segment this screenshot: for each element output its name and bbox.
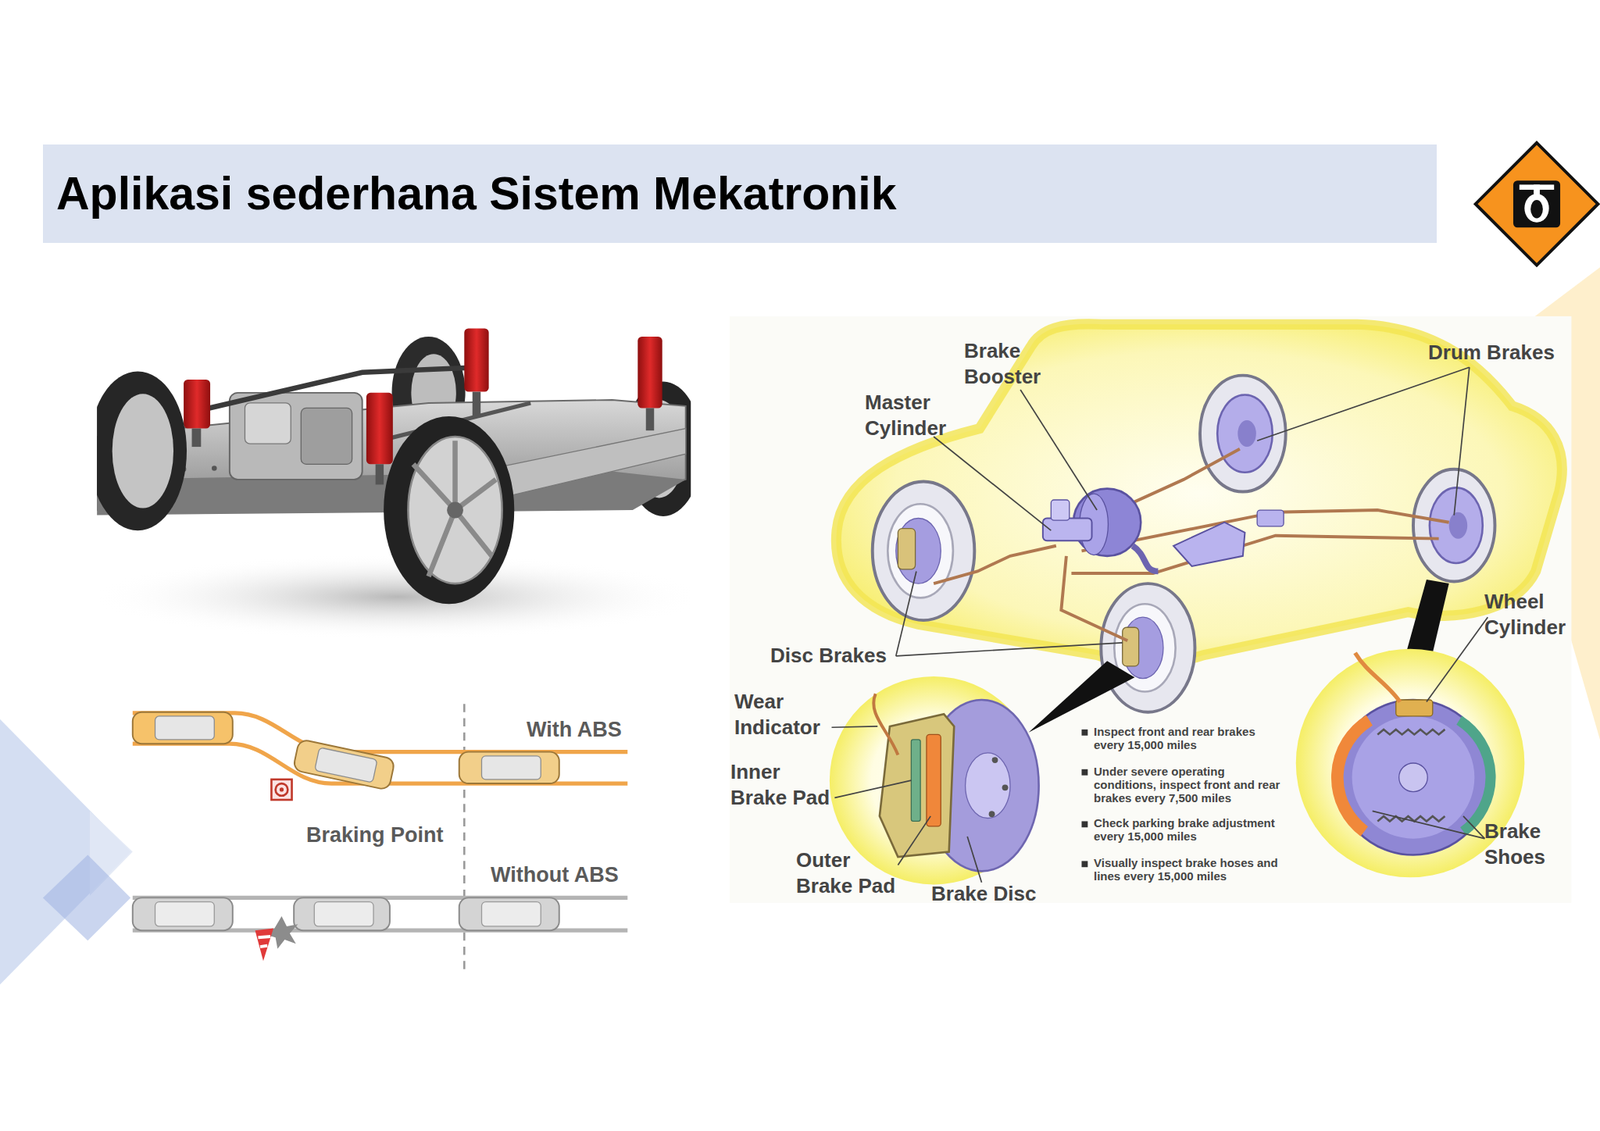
part-label: Disc Brakes — [770, 642, 927, 669]
car — [292, 739, 396, 791]
part-label: Outer Brake Pad — [796, 847, 902, 899]
wheel — [1100, 583, 1195, 713]
part-label: Brake Disc — [931, 881, 1088, 908]
part-label: Brake Booster — [964, 338, 1070, 390]
car — [132, 712, 233, 744]
wheel — [1200, 375, 1286, 493]
title-band: Aplikasi sederhana Sistem Mekatronik — [42, 144, 1437, 243]
part-label: Master Cylinder — [864, 389, 971, 441]
master-cylinder — [1042, 500, 1093, 541]
maintenance-note: Inspect front and rear brakes every 15,0… — [1093, 725, 1288, 753]
part-label: Wheel Cylinder — [1484, 589, 1590, 640]
wheel — [872, 481, 975, 621]
brake-system-picture — [729, 316, 1572, 904]
logo — [1475, 142, 1599, 266]
part-label: Brake Shoes — [1484, 818, 1590, 870]
car — [132, 897, 233, 931]
scenario-label: Without ABS — [490, 862, 647, 888]
car — [459, 897, 560, 931]
abs-diagram — [132, 703, 628, 975]
disc-brake-detail — [873, 693, 1039, 872]
maintenance-note: Under severe operating conditions, inspe… — [1093, 765, 1288, 806]
scenario-label: With ABS — [526, 717, 636, 743]
obstacle-target — [271, 779, 292, 800]
decor-shapes — [0, 267, 1600, 985]
car — [459, 752, 560, 784]
part-label: Inner Brake Pad — [730, 759, 836, 811]
zoom-circle — [1296, 649, 1525, 879]
part-label: Wear Indicator — [734, 689, 840, 740]
valve-unit — [1173, 510, 1284, 567]
scenario-label: Braking Point — [306, 822, 463, 848]
car — [293, 897, 390, 931]
wheel — [1413, 469, 1495, 583]
chassis-picture — [96, 324, 691, 646]
part-label: Drum Brakes — [1428, 339, 1585, 366]
brake-lines — [933, 449, 1450, 642]
drum-brake-detail — [1335, 653, 1492, 856]
leader-lines — [831, 367, 1488, 883]
slide-title: Aplikasi sederhana Sistem Mekatronik — [42, 167, 897, 221]
maintenance-note: Check parking brake adjustment every 15,… — [1093, 817, 1286, 844]
note-bullets — [1081, 729, 1088, 868]
crash-cone — [255, 916, 299, 961]
maintenance-note: Visually inspect brake hoses and lines e… — [1093, 857, 1288, 884]
